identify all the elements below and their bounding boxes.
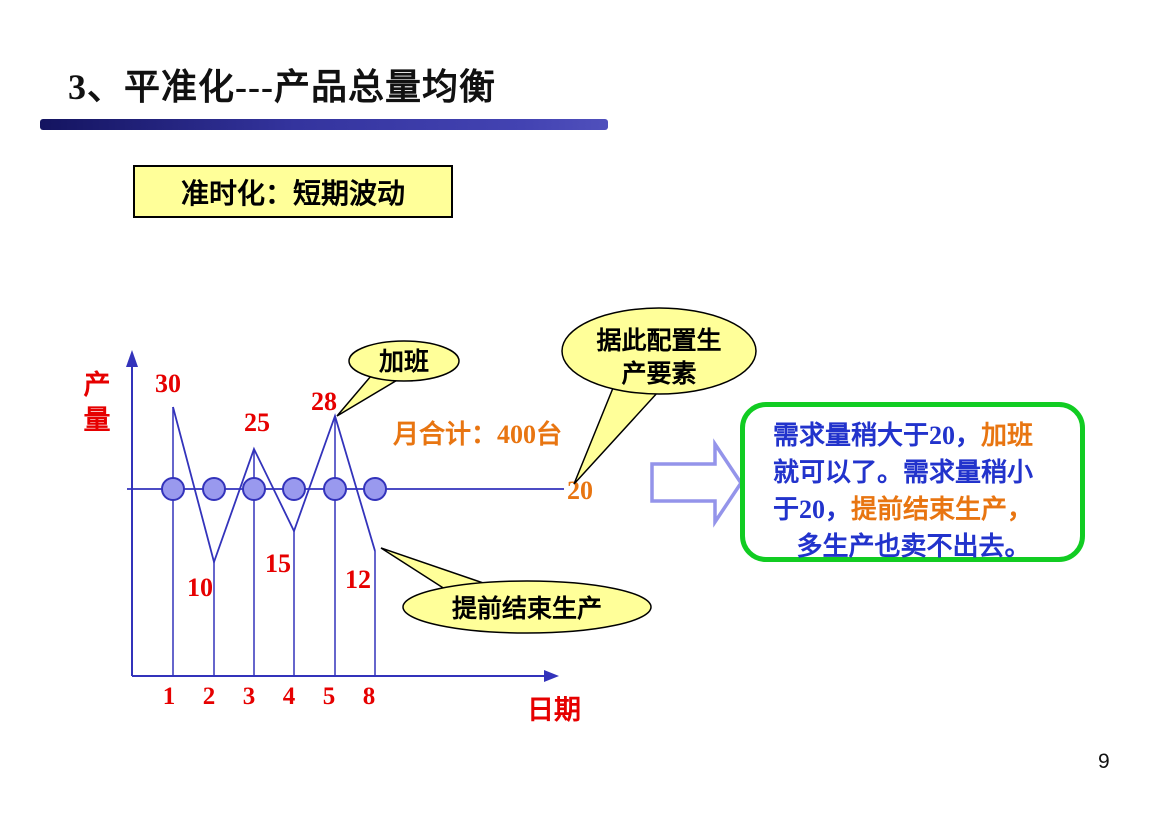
level-dot <box>363 477 387 501</box>
overtime-callout-tail <box>336 375 402 417</box>
jit-label-text: 准时化：短期波动 <box>180 178 405 210</box>
note-part: 提前结束生产， <box>851 495 1034 524</box>
level-dot <box>282 477 306 501</box>
page-number: 9 <box>1098 750 1110 773</box>
value-label-25: 25 <box>244 408 270 437</box>
early-end-callout-bubble <box>402 580 652 634</box>
configure-callout-tail <box>573 387 660 485</box>
x-axis-arrow-icon <box>544 670 559 682</box>
x-tick-4: 4 <box>283 683 296 710</box>
configure-callout-line2: 产要素 <box>621 360 696 388</box>
note-part: 加班 <box>981 421 1034 450</box>
value-label-12: 12 <box>345 565 371 594</box>
x-tick-2: 2 <box>203 683 216 710</box>
x-tick-1: 1 <box>163 683 176 710</box>
configure-callout-bubble <box>561 307 757 395</box>
target-line-label: 20 <box>567 476 593 505</box>
level-dot <box>242 477 266 501</box>
level-dot <box>161 477 185 501</box>
early-end-callout-text: 提前结束生产 <box>452 594 602 623</box>
jit-label-box: 准时化：短期波动 <box>133 165 453 218</box>
note-part: 多生产也卖不出去。 <box>796 532 1031 561</box>
overtime-callout-bubble <box>348 340 460 382</box>
value-label-15: 15 <box>265 549 291 578</box>
configure-callout-line1: 据此配置生 <box>596 327 721 355</box>
value-label-30: 30 <box>155 369 181 398</box>
x-tick-3: 3 <box>243 683 256 710</box>
level-dot <box>202 477 226 501</box>
right-block-arrow-icon <box>650 438 744 528</box>
x-tick-5: 5 <box>323 683 336 710</box>
y-axis-label: 产量 <box>83 370 111 435</box>
demand-note-box: 需求量稍大于20，加班就可以了。需求量稍小于20，提前结束生产， 多生产也卖不出去… <box>740 402 1085 562</box>
title-divider <box>40 119 608 130</box>
y-axis-arrow-icon <box>126 350 138 367</box>
level-dot <box>323 477 347 501</box>
slide-title: 3、平准化---产品总量均衡 <box>68 67 496 107</box>
note-part: 需求量稍大于20， <box>773 421 982 450</box>
note-part: 就可以了。需求量稍小于20， <box>773 458 1034 524</box>
x-axis-label: 日期 <box>527 695 581 725</box>
overtime-callout-text: 加班 <box>378 348 429 376</box>
demand-zigzag-line <box>172 406 376 566</box>
value-label-28: 28 <box>311 387 337 416</box>
value-label-10: 10 <box>187 573 213 602</box>
x-tick-8: 8 <box>363 683 376 710</box>
monthly-total-label: 月合计：400台 <box>392 419 562 449</box>
